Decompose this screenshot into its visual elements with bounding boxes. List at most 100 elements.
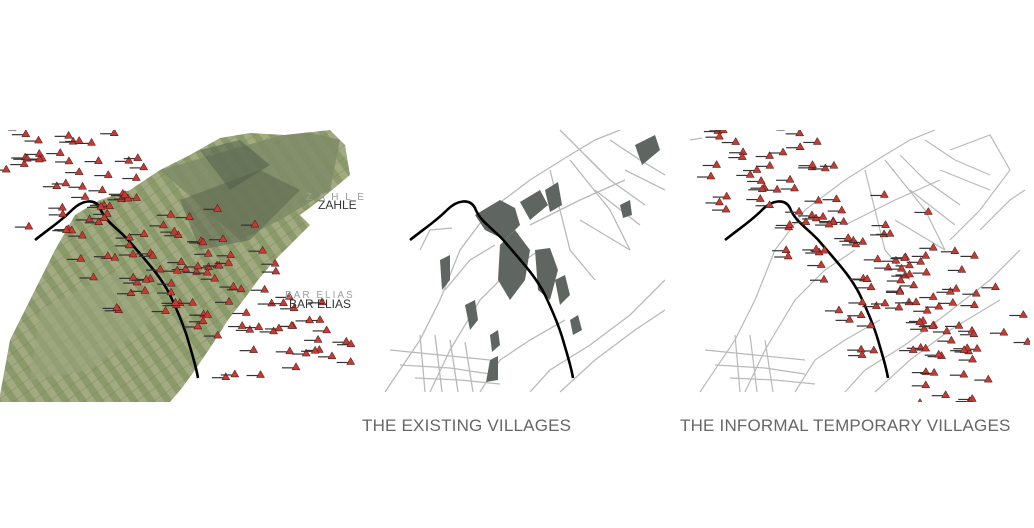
red-triangle-tent-icon bbox=[818, 211, 828, 220]
red-triangle-tent-icon bbox=[999, 327, 1009, 336]
red-triangle-tent-icon bbox=[820, 245, 829, 254]
red-triangle-tent-icon bbox=[790, 183, 799, 192]
red-triangle-tent-icon bbox=[934, 301, 944, 310]
red-triangle-tent-icon bbox=[714, 131, 724, 140]
red-triangle-tent-icon bbox=[224, 257, 234, 266]
red-triangle-tent-icon bbox=[125, 232, 134, 241]
red-triangle-tent-icon bbox=[110, 252, 120, 261]
red-triangle-tent-icon bbox=[289, 303, 299, 312]
red-triangle-tent-icon bbox=[133, 153, 143, 161]
red-triangle-tent-icon bbox=[310, 345, 320, 354]
red-triangle-tent-icon bbox=[315, 314, 325, 323]
red-triangle-tent-icon bbox=[120, 190, 130, 198]
bar-elias-ghost-label: BAR ELIAS bbox=[285, 290, 355, 301]
red-triangle-tent-icon bbox=[21, 130, 31, 137]
red-triangle-tent-icon bbox=[317, 297, 327, 306]
red-triangle-tent-icon bbox=[801, 217, 811, 225]
red-triangle-tent-icon bbox=[919, 323, 929, 332]
red-triangle-tent-icon bbox=[795, 130, 805, 137]
red-triangle-tent-icon bbox=[819, 274, 829, 283]
red-triangle-tent-icon bbox=[785, 219, 795, 228]
red-triangle-tent-icon bbox=[124, 240, 134, 249]
red-triangle-tent-icon bbox=[74, 167, 84, 175]
red-triangle-tent-icon bbox=[832, 194, 841, 202]
red-triangle-tent-icon bbox=[845, 314, 854, 323]
red-triangle-tent-icon bbox=[946, 335, 956, 344]
red-triangle-tent-icon bbox=[881, 220, 890, 228]
bar-elias-label: BAR ELIAS bbox=[289, 297, 352, 311]
aerial-map-panel bbox=[0, 130, 360, 402]
informal-villages-panel bbox=[690, 130, 1030, 402]
red-triangle-tent-icon bbox=[285, 346, 295, 355]
red-triangle-tent-icon bbox=[132, 277, 142, 286]
red-triangle-tent-icon bbox=[274, 323, 284, 332]
red-triangle-tent-icon bbox=[783, 251, 793, 260]
red-triangle-tent-icon bbox=[270, 258, 280, 267]
red-triangle-tent-icon bbox=[245, 324, 255, 333]
red-triangle-tent-icon bbox=[858, 236, 868, 245]
red-triangle-tent-icon bbox=[894, 302, 904, 311]
red-triangle-tent-icon bbox=[883, 262, 893, 271]
red-triangle-tent-icon bbox=[158, 220, 168, 229]
existing-village-footprints bbox=[440, 135, 660, 382]
red-triangle-tent-icon bbox=[812, 136, 822, 145]
red-triangle-tent-icon bbox=[89, 272, 98, 281]
red-triangle-tent-icon bbox=[905, 269, 915, 278]
red-triangle-tent-icon bbox=[78, 181, 87, 190]
red-triangle-tent-icon bbox=[237, 321, 247, 329]
red-triangle-tent-icon bbox=[908, 345, 918, 353]
red-triangle-tent-icon bbox=[814, 195, 823, 204]
red-triangle-tent-icon bbox=[921, 267, 931, 276]
red-triangle-tent-icon bbox=[752, 165, 762, 173]
red-triangle-tent-icon bbox=[765, 151, 775, 159]
red-triangle-tent-icon bbox=[102, 208, 112, 217]
red-triangle-tent-icon bbox=[55, 148, 65, 156]
red-triangle-tent-icon bbox=[305, 315, 314, 324]
red-triangle-tent-icon bbox=[808, 160, 817, 168]
highway-line bbox=[724, 200, 890, 379]
red-triangle-tent-icon bbox=[188, 297, 198, 306]
red-triangle-tent-icon bbox=[755, 194, 765, 202]
red-triangle-tent-icon bbox=[271, 266, 281, 275]
red-triangle-tent-icon bbox=[128, 249, 138, 258]
red-triangle-tent-icon bbox=[1018, 309, 1028, 318]
red-triangle-tent-icon bbox=[745, 169, 755, 178]
red-triangle-tent-icon bbox=[94, 156, 103, 164]
red-triangle-tent-icon bbox=[327, 351, 337, 360]
red-triangle-tent-icon bbox=[203, 309, 212, 318]
red-triangle-tent-icon bbox=[916, 256, 926, 265]
settlement-markers bbox=[696, 130, 1030, 402]
red-triangle-tent-icon bbox=[99, 213, 109, 221]
red-triangle-tent-icon bbox=[721, 204, 731, 213]
red-triangle-tent-icon bbox=[706, 171, 716, 180]
red-triangle-tent-icon bbox=[967, 393, 977, 402]
red-triangle-tent-icon bbox=[131, 173, 141, 181]
red-triangle-tent-icon bbox=[765, 200, 774, 209]
red-triangle-tent-icon bbox=[929, 367, 939, 376]
red-triangle-tent-icon bbox=[879, 229, 889, 238]
red-triangle-tent-icon bbox=[941, 390, 951, 398]
red-triangle-tent-icon bbox=[34, 154, 44, 163]
red-triangle-tent-icon bbox=[959, 369, 969, 378]
red-triangle-tent-icon bbox=[778, 147, 788, 156]
red-triangle-tent-icon bbox=[921, 380, 931, 389]
red-triangle-tent-icon bbox=[267, 298, 277, 307]
red-triangle-tent-icon bbox=[126, 288, 136, 297]
red-triangle-tent-icon bbox=[869, 345, 879, 354]
red-triangle-tent-icon bbox=[229, 281, 238, 290]
red-triangle-tent-icon bbox=[202, 267, 212, 276]
red-triangle-tent-icon bbox=[212, 203, 222, 212]
red-triangle-tent-icon bbox=[950, 246, 960, 255]
red-triangle-tent-icon bbox=[226, 250, 236, 259]
red-triangle-tent-icon bbox=[236, 284, 246, 293]
red-triangle-tent-icon bbox=[210, 273, 220, 282]
red-triangle-tent-icon bbox=[64, 156, 74, 165]
zahle-ghost-label: Z A H L E bbox=[306, 192, 366, 203]
red-triangle-tent-icon bbox=[213, 330, 223, 339]
red-triangle-tent-icon bbox=[24, 221, 34, 230]
existing-villages-map bbox=[384, 130, 665, 393]
red-triangle-tent-icon bbox=[139, 162, 149, 171]
red-triangle-tent-icon bbox=[942, 326, 952, 335]
red-triangle-tent-icon bbox=[951, 283, 961, 292]
red-triangle-tent-icon bbox=[928, 292, 938, 300]
